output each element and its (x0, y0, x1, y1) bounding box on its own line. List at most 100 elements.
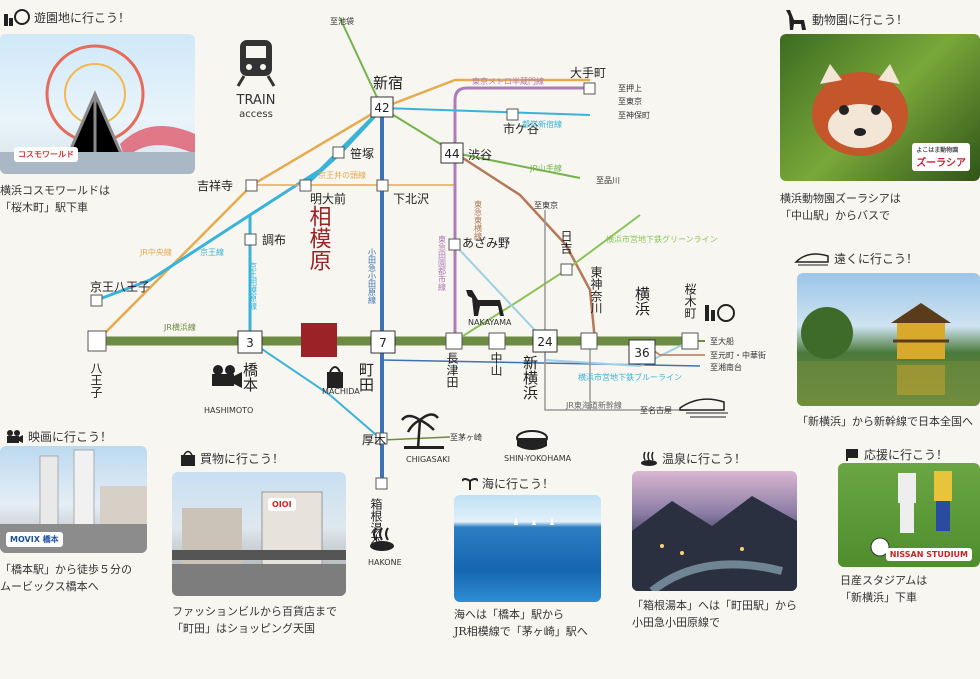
dir-oshiage: 至押上 (618, 83, 642, 93)
palm-header-icon (461, 476, 479, 493)
photo-hakone[interactable] (632, 471, 797, 591)
heading-cheer: 応援に行こう！ (846, 446, 948, 464)
stn-sakuragicho-sq[interactable] (681, 332, 699, 350)
label-line-shinkansen: JR東海道新幹線 (565, 400, 622, 410)
heading-movie: 映画に行こう！ (6, 428, 112, 446)
train-label: TRAIN (236, 93, 276, 108)
stn-shimokitazawa-sq[interactable] (376, 179, 389, 192)
label-hashimoto: 橋本 (241, 362, 259, 392)
ferris-wheel-icon (705, 304, 735, 322)
label-line-keio-sagamihara: 京王相模原線 (249, 261, 258, 310)
stn-machida-box[interactable]: 7 (370, 330, 396, 354)
photo-cosmoworld[interactable]: コスモワールド (0, 34, 195, 174)
stn-shinjuku-box[interactable]: 42 (370, 96, 394, 118)
photo-sea[interactable] (454, 495, 601, 602)
onsen-icon (370, 527, 394, 551)
label-otemachi: 大手町 (570, 66, 606, 80)
soccer-illustration (870, 471, 952, 557)
label-ichigaya: 市ケ谷 (503, 121, 539, 136)
stn-atsugi-sq[interactable] (375, 432, 388, 445)
stn-hashimoto-box[interactable]: 3 (237, 330, 263, 354)
badge-marui: OIOI (268, 498, 296, 511)
label-hachioji: 八王子 (89, 362, 103, 398)
badge-movix: MOVIX 橋本 (6, 532, 63, 547)
label-machida: 町田 (357, 362, 375, 392)
time-shibuya: 44 (444, 147, 459, 161)
time-shinyokohama: 24 (537, 335, 552, 349)
icon-label-hashimoto: HASHIMOTO (204, 406, 253, 415)
line-shinjuku (381, 107, 591, 116)
shopping-bag-icon (327, 366, 343, 388)
label-atsugi: 厚木 (362, 433, 386, 447)
heading-shopping: 買物に行こう！ (180, 450, 284, 469)
center-label: 相模原 (306, 205, 332, 271)
time-shinjuku: 42 (374, 101, 389, 115)
label-nagatsuta: 長津田 (445, 352, 459, 388)
stn-shibuya-box[interactable]: 44 (440, 142, 464, 164)
icon-label-chigasaki: CHIGASAKI (406, 455, 450, 464)
shopping-bag-header-icon (180, 450, 196, 469)
badge-nissan: NISSAN STUDIUM (885, 548, 972, 561)
time-machida: 7 (379, 336, 387, 350)
label-line-denentoshi: 東急田園都市線 (438, 234, 447, 291)
stn-nagatsuta-sq[interactable] (445, 332, 463, 350)
label-line-keio: 京王線 (200, 247, 224, 257)
label-kichijoji: 吉祥寺 (197, 179, 233, 193)
stn-yokohama-box[interactable]: 36 (628, 339, 656, 365)
stn-hachioji-sq[interactable] (87, 330, 107, 352)
movie-camera-icon (6, 429, 24, 446)
stn-shinyokohama-box[interactable]: 24 (532, 329, 558, 353)
stn-azamino-sq[interactable] (448, 238, 461, 251)
stn-ichigaya-sq[interactable] (506, 108, 519, 121)
caption-shopping: ファッションビルから百貨店まで「町田」はショッピング天国 (172, 605, 337, 635)
caption-zoo: 横浜動物園ズーラシアは「中山駅」からバスで (780, 192, 901, 222)
photo-stadium[interactable]: NISSAN STUDIUM (838, 463, 980, 567)
label-line-inokashira: 京王井の頭線 (318, 170, 366, 180)
stn-hiyoshi-sq[interactable] (560, 263, 573, 276)
stn-sasazuka-sq[interactable] (332, 146, 345, 159)
stn-nakayama-sq[interactable] (488, 332, 506, 350)
line-hanzomon (453, 86, 590, 153)
dir-shonandai: 至湘南台 (710, 362, 742, 372)
label-meidaimae: 明大前 (310, 191, 346, 206)
label-higashikanagawa: 東神奈川 (589, 266, 603, 314)
stn-higashikanagawa-sq[interactable] (580, 332, 598, 350)
icon-label-machida: MACHIDA (322, 387, 360, 396)
photo-kinkakuji[interactable] (797, 273, 980, 406)
line-green (454, 214, 641, 342)
stn-keiohachioji-sq[interactable] (90, 294, 103, 307)
heading-faraway: 遠くに行こう！ (794, 250, 918, 269)
label-yokohama: 横浜 (633, 286, 651, 316)
line-yamanote (339, 17, 581, 179)
label-line-yokohama: JR横浜線 (163, 322, 196, 332)
stn-meidaimae-sq[interactable] (299, 179, 312, 192)
dir-ikebukuro: 至池袋 (330, 16, 354, 26)
line-sagami (381, 436, 451, 441)
sailboats-illustration (514, 517, 554, 525)
street-illustration (172, 491, 346, 596)
dir-motomachi: 至元町・中華街 (710, 350, 766, 360)
stn-kichijoji-sq[interactable] (245, 179, 258, 192)
heading-sea: 海に行こう！ (461, 475, 554, 493)
train-icon (236, 40, 276, 87)
city-icon (4, 8, 30, 29)
train-sub: access (239, 109, 273, 120)
stn-otemachi-sq[interactable] (583, 82, 596, 95)
stn-chofu-sq[interactable] (244, 233, 257, 246)
label-nakayama: 中山 (489, 351, 503, 376)
dir-tokyo-toyoko: 至東京 (534, 200, 558, 210)
stn-hakone-sq[interactable] (375, 477, 388, 490)
photo-movix[interactable]: MOVIX 橋本 (0, 446, 147, 553)
stadium-icon (516, 430, 548, 450)
caption-cheer: 日産スタジアムは「新横浜」下車 (840, 574, 928, 604)
photo-machida[interactable]: OIOI (172, 472, 346, 596)
flag-icon (846, 447, 860, 464)
camera-icon (212, 365, 242, 388)
giraffe-header-icon (784, 8, 808, 33)
photo-zoorasia[interactable]: よこはま動物園ズーラシア (780, 34, 980, 181)
dir-chigasaki: 至茅ヶ崎 (450, 432, 482, 442)
label-line-yamanote: JR山手線 (529, 163, 562, 173)
heading-zoo: 動物園に行こう！ (784, 8, 908, 33)
